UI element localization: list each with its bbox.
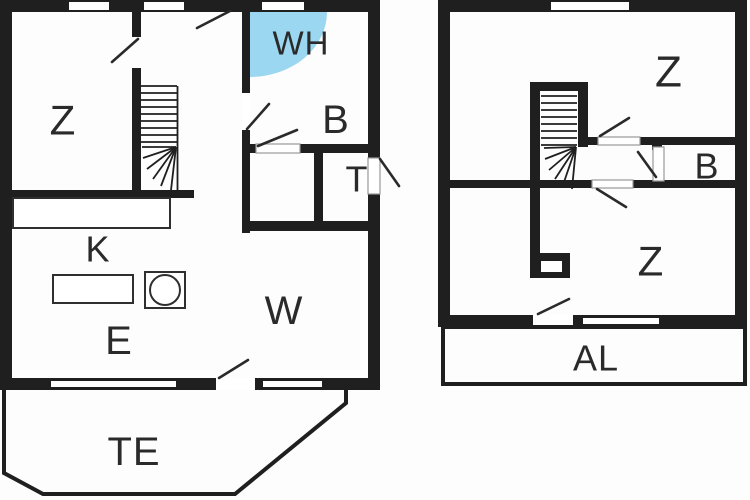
door-opening — [652, 146, 665, 182]
door-opening — [242, 93, 250, 130]
ground-door-openings — [216, 93, 381, 390]
stove-burner-icon — [149, 274, 181, 306]
stair-winder — [543, 146, 577, 149]
balcony-outline — [441, 325, 747, 386]
wall — [250, 144, 256, 153]
wall — [242, 12, 250, 93]
door-opening — [533, 315, 573, 327]
wall — [132, 68, 141, 197]
ground-interior-walls — [10, 12, 380, 233]
stair-winder — [548, 146, 577, 171]
door-swing — [195, 9, 232, 30]
door-opening — [591, 179, 634, 189]
wall — [368, 0, 380, 158]
ground-windows — [49, 0, 324, 389]
wall — [438, 0, 450, 327]
upper-floor-plan: Z B Z AL — [438, 0, 747, 386]
door-opening — [216, 378, 255, 390]
wall — [132, 12, 141, 37]
room-label-t: T — [346, 159, 369, 200]
kitchen-fixtures — [12, 197, 186, 309]
wall — [242, 221, 380, 231]
window — [581, 316, 661, 326]
wall — [10, 190, 194, 198]
upper-room-labels: Z B Z AL — [573, 48, 719, 379]
window — [142, 0, 186, 12]
ground-room-labels: Z WH B T K E W TE — [50, 25, 369, 475]
wall — [450, 180, 592, 188]
room-label-z: Z — [50, 97, 77, 144]
stair-winder — [571, 146, 577, 190]
wall — [530, 82, 588, 91]
wall — [0, 0, 12, 390]
room-label-te: TE — [107, 430, 160, 474]
terrace-outline — [2, 390, 348, 496]
upper-interior-walls — [450, 82, 735, 278]
room-label-z-upper: Z — [655, 48, 683, 97]
stair-winder — [554, 146, 577, 180]
window — [67, 0, 111, 12]
room-label-z2-upper: Z — [638, 238, 665, 285]
door-swing — [217, 358, 250, 380]
door-swing — [595, 187, 628, 209]
door-swing — [636, 150, 658, 179]
door-swing — [536, 297, 571, 316]
window — [549, 0, 631, 12]
door-swing — [598, 116, 631, 138]
wall — [578, 91, 588, 147]
room-label-e: E — [105, 319, 133, 363]
door-swing — [110, 37, 140, 64]
room-label-b: B — [322, 98, 350, 142]
kitchen-counter — [12, 197, 171, 229]
wall — [588, 137, 598, 145]
door-swing — [245, 102, 271, 131]
door-swing — [378, 157, 401, 188]
stair-winder — [170, 146, 177, 191]
door-opening — [255, 143, 301, 154]
room-label-b-upper: B — [694, 146, 719, 187]
wall — [735, 0, 747, 327]
wall — [633, 180, 735, 188]
room-label-k: K — [85, 229, 110, 270]
door-swing — [256, 128, 299, 148]
room-label-al: AL — [573, 338, 619, 379]
wall — [314, 153, 323, 222]
wall — [242, 130, 250, 233]
shower-corner — [250, 12, 327, 77]
ground-floor-plan: Z WH B T K E W TE — [0, 0, 401, 496]
wall — [368, 194, 380, 390]
chimney-core — [541, 261, 562, 272]
stair-winder — [146, 146, 177, 170]
window — [261, 379, 324, 389]
window — [49, 379, 178, 389]
stair-winder — [160, 146, 177, 187]
kitchen-worktop — [52, 274, 134, 304]
staircase-upper — [541, 95, 577, 190]
stair-winder — [562, 146, 577, 186]
ground-door-swings — [110, 9, 401, 380]
upper-door-swings — [536, 116, 658, 316]
stair-winder — [152, 146, 177, 180]
room-label-wh: WH — [273, 25, 330, 62]
door-opening — [367, 157, 381, 195]
wall — [640, 137, 735, 145]
wall — [0, 0, 380, 12]
stair-winder — [544, 146, 577, 160]
window — [260, 0, 306, 12]
door-opening — [597, 136, 641, 146]
upper-outer-walls — [438, 0, 747, 327]
room-label-w: W — [265, 289, 304, 333]
wall — [300, 144, 380, 153]
stair-winder — [142, 146, 177, 159]
staircase-ground — [141, 85, 179, 191]
upper-door-openings — [533, 136, 665, 327]
